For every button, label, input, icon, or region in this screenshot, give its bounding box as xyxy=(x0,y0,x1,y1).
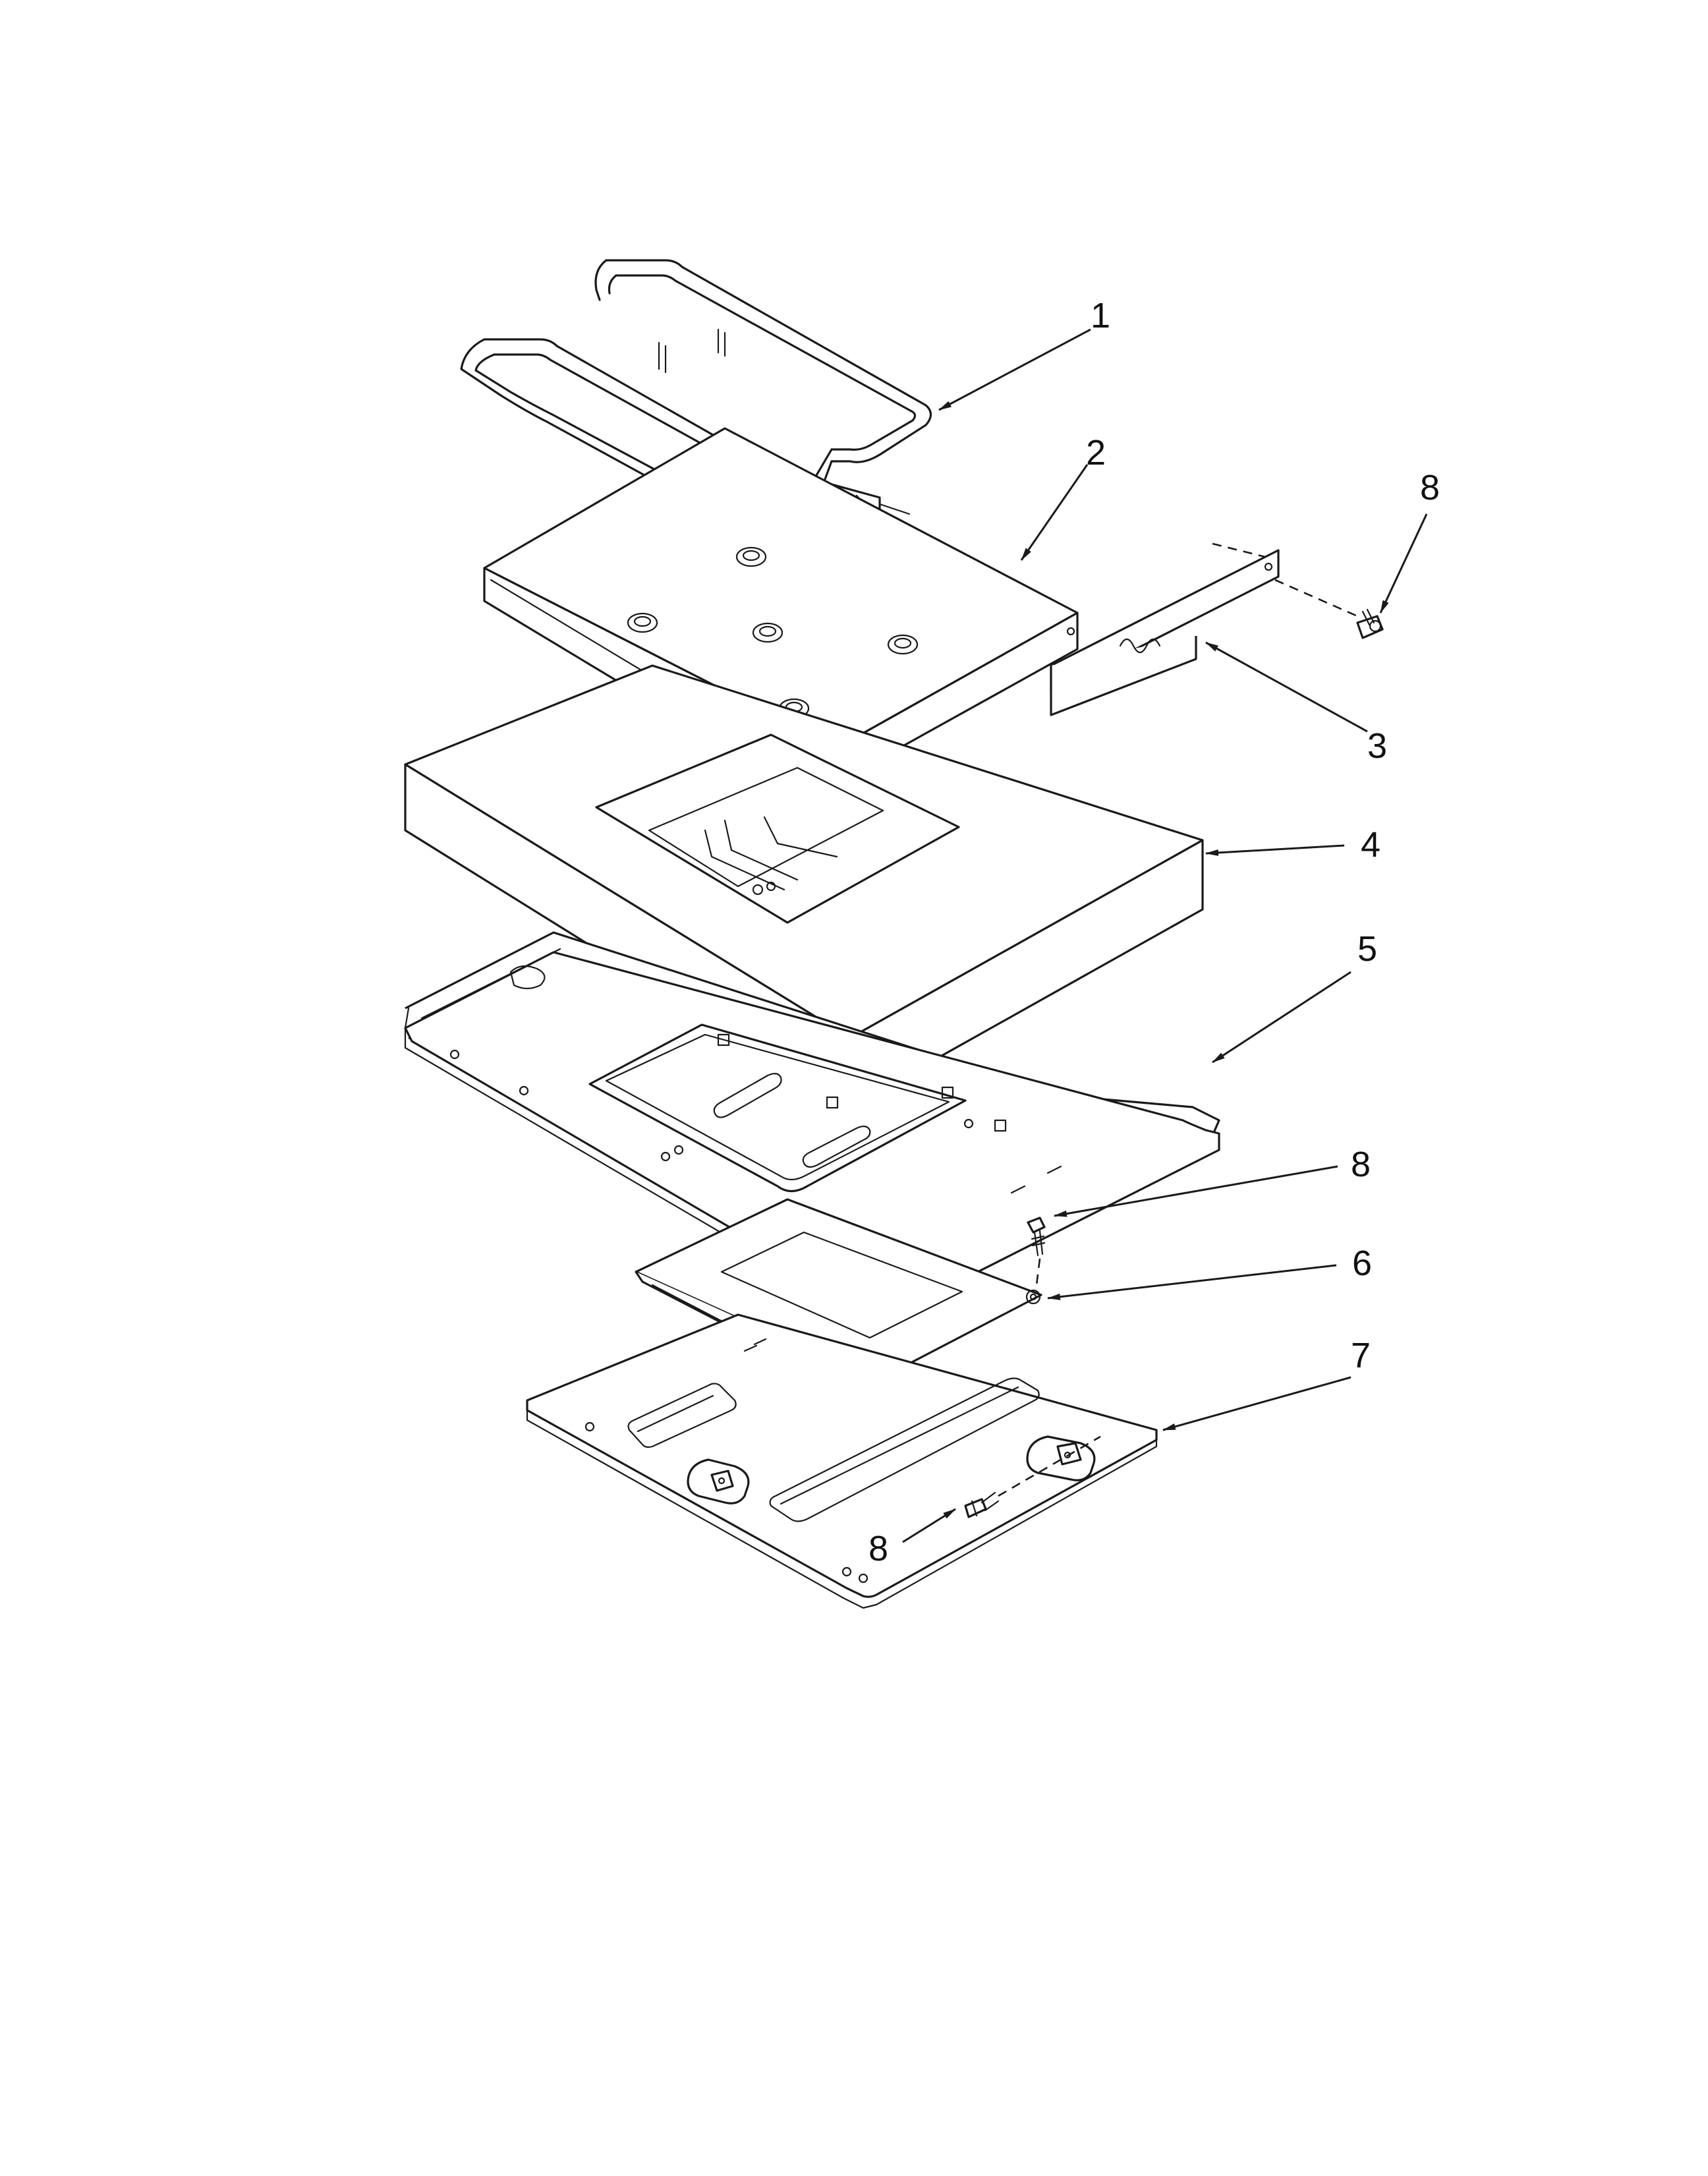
callout-number-1: 1 xyxy=(1091,296,1110,335)
screw-mid-part xyxy=(1027,1217,1046,1257)
callout-number-8-bottom: 8 xyxy=(868,1529,888,1568)
leader-line-6 xyxy=(1047,1264,1337,1300)
leader-line-5 xyxy=(1212,971,1352,1064)
callout-number-4: 4 xyxy=(1361,825,1381,865)
callout-number-6: 6 xyxy=(1352,1244,1372,1283)
leader-line-3 xyxy=(1205,641,1368,733)
callout-number-5: 5 xyxy=(1357,929,1377,969)
screw-bottom-part xyxy=(964,1491,1000,1518)
leader-line-7 xyxy=(1162,1376,1352,1431)
leader-line-1 xyxy=(938,328,1091,411)
screw-guide-dashed-line xyxy=(1274,579,1358,617)
leader-line-4 xyxy=(1205,844,1345,856)
callout-number-8-top: 8 xyxy=(1420,468,1440,507)
callout-number-3: 3 xyxy=(1367,726,1387,766)
cavity-bottom-part xyxy=(526,1313,1158,1609)
callout-number-2: 2 xyxy=(1086,433,1106,472)
leader-line-8-top xyxy=(1379,513,1428,614)
screw-top-part xyxy=(1356,608,1384,639)
cavity-top-panel-part xyxy=(404,931,1220,1316)
leader-line-8-mid xyxy=(1054,1165,1338,1217)
callout-number-7: 7 xyxy=(1351,1336,1371,1375)
terminal-cover-part xyxy=(1050,542,1280,716)
callout-number-8-mid: 8 xyxy=(1351,1145,1371,1184)
screw-mid-guide-dashed-line xyxy=(1035,1258,1041,1291)
leader-line-8-bottom xyxy=(902,1508,956,1543)
leader-line-2 xyxy=(1020,464,1089,561)
screw-bottom-guide-dashed-line xyxy=(998,1435,1101,1497)
